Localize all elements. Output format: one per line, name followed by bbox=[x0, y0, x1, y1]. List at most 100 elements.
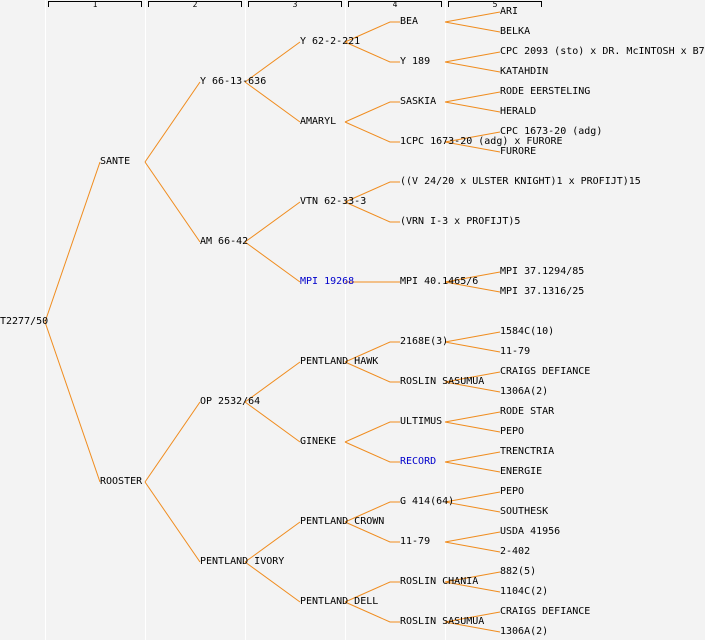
connector-line bbox=[444, 141, 501, 153]
pedigree-node-gen5: CRAIGS DEFIANCE bbox=[500, 366, 591, 377]
pedigree-node-gen4: Y 189 bbox=[400, 56, 431, 67]
connector-line bbox=[344, 601, 400, 623]
generation-number: 3 bbox=[292, 0, 298, 9]
pedigree-node-gen3: AMARYL bbox=[300, 116, 337, 127]
generation-number: 5 bbox=[492, 0, 498, 9]
pedigree-node-gen5: 1104C(2) bbox=[500, 586, 549, 597]
connector-line bbox=[344, 581, 400, 603]
pedigree-node-gen5: MPI 37.1294/85 bbox=[500, 266, 585, 277]
connector-line bbox=[344, 21, 400, 43]
pedigree-node-gen2: OP 2532/64 bbox=[200, 396, 261, 407]
connector-line bbox=[444, 421, 501, 433]
connector-line bbox=[144, 401, 201, 483]
column-separator bbox=[445, 0, 446, 640]
connector-line bbox=[444, 331, 501, 343]
pedigree-node-gen3: PENTLAND CROWN bbox=[300, 516, 385, 527]
pedigree-node-gen1: SANTE bbox=[100, 156, 131, 167]
connector-line bbox=[344, 41, 400, 63]
connector-line bbox=[244, 41, 301, 83]
pedigree-node-gen5: CRAIGS DEFIANCE bbox=[500, 606, 591, 617]
pedigree-node-gen3[interactable]: MPI 19268 bbox=[300, 276, 355, 287]
pedigree-node-gen4: ROSLIN SASUMUA bbox=[400, 616, 485, 627]
connector-line bbox=[44, 161, 101, 323]
generation-header-bracket bbox=[248, 1, 342, 7]
pedigree-node-gen5: 1306A(2) bbox=[500, 626, 549, 637]
pedigree-node-gen5: RODE STAR bbox=[500, 406, 555, 417]
pedigree-node-gen5: 2-402 bbox=[500, 546, 531, 557]
pedigree-root: T2277/50 bbox=[0, 316, 49, 327]
pedigree-node-gen5: PEPO bbox=[500, 486, 525, 497]
pedigree-node-gen5: USDA 41956 bbox=[500, 526, 561, 537]
pedigree-node-gen4: ROSLIN SASUMUA bbox=[400, 376, 485, 387]
connector-line bbox=[444, 281, 501, 293]
connector-line bbox=[444, 91, 501, 103]
pedigree-node-gen4: ROSLIN CHANIA bbox=[400, 576, 479, 587]
connector-line bbox=[344, 121, 400, 143]
connector-line bbox=[444, 451, 501, 463]
connector-line bbox=[344, 521, 400, 543]
connector-line bbox=[444, 381, 501, 393]
pedigree-node-gen4: ((V 24/20 x ULSTER KNIGHT)1 x PROFIJT)15 bbox=[400, 176, 641, 187]
connector-line bbox=[344, 341, 400, 363]
generation-number: 1 bbox=[92, 0, 98, 9]
pedigree-node-gen3: PENTLAND DELL bbox=[300, 596, 379, 607]
pedigree-node-gen5: FURORE bbox=[500, 146, 537, 157]
connector-line bbox=[244, 521, 301, 563]
connector-line bbox=[344, 421, 400, 443]
connector-line bbox=[344, 101, 400, 123]
pedigree-node-gen4: 1CPC 1673-20 (adg) x FURORE bbox=[400, 136, 563, 147]
connector-line bbox=[44, 321, 101, 483]
pedigree-node-gen3: PENTLAND HAWK bbox=[300, 356, 379, 367]
connector-line bbox=[344, 201, 400, 223]
connector-line bbox=[244, 81, 301, 123]
connector-line bbox=[444, 531, 501, 543]
column-separator bbox=[145, 0, 146, 640]
pedigree-node-gen5: CPC 2093 (sto) x DR. McINTOSH x B7 bbox=[500, 46, 705, 57]
connector-line bbox=[444, 541, 501, 553]
pedigree-node-gen5: MPI 37.1316/25 bbox=[500, 286, 585, 297]
connector-line bbox=[344, 181, 400, 203]
generation-header-bracket bbox=[148, 1, 242, 7]
connector-line bbox=[344, 361, 400, 383]
connector-line bbox=[444, 61, 501, 73]
connector-line bbox=[144, 161, 201, 243]
pedigree-node-gen2: Y 66-13-636 bbox=[200, 76, 267, 87]
connector-line bbox=[344, 501, 400, 523]
pedigree-node-gen5: PEPO bbox=[500, 426, 525, 437]
connector-line bbox=[444, 461, 501, 473]
pedigree-node-gen4: ULTIMUS bbox=[400, 416, 443, 427]
connector-line bbox=[444, 101, 501, 113]
pedigree-node-gen4: BEA bbox=[400, 16, 419, 27]
pedigree-node-gen3: GINEKE bbox=[300, 436, 337, 447]
pedigree-node-gen5: CPC 1673-20 (adg) bbox=[500, 126, 603, 137]
connector-line bbox=[444, 11, 501, 23]
pedigree-node-gen4: G 414(64) bbox=[400, 496, 455, 507]
connector-line bbox=[344, 441, 400, 463]
connector-line bbox=[444, 271, 501, 283]
pedigree-node-gen5: RODE EERSTELING bbox=[500, 86, 591, 97]
generation-number: 4 bbox=[392, 0, 398, 9]
connector-line bbox=[244, 561, 301, 603]
pedigree-node-gen4[interactable]: RECORD bbox=[400, 456, 437, 467]
connector-line bbox=[444, 571, 501, 583]
connector-line bbox=[244, 361, 301, 403]
connector-line bbox=[444, 51, 501, 63]
pedigree-node-gen1: ROOSTER bbox=[100, 476, 143, 487]
connector-line bbox=[244, 201, 301, 243]
pedigree-node-gen4: (VRN I-3 x PROFIJT)5 bbox=[400, 216, 521, 227]
generation-header-bracket bbox=[48, 1, 142, 7]
connector-line bbox=[144, 81, 201, 163]
pedigree-node-gen5: ENERGIE bbox=[500, 466, 543, 477]
pedigree-node-gen2: PENTLAND IVORY bbox=[200, 556, 285, 567]
connector-line bbox=[244, 401, 301, 443]
connector-line bbox=[444, 611, 501, 623]
pedigree-node-gen4: 2168E(3) bbox=[400, 336, 449, 347]
pedigree-node-gen5: 882(5) bbox=[500, 566, 537, 577]
pedigree-node-gen5: SOUTHESK bbox=[500, 506, 549, 517]
connector-line bbox=[444, 581, 501, 593]
pedigree-node-gen3: VTN 62-33-3 bbox=[300, 196, 367, 207]
connector-line bbox=[444, 21, 501, 33]
generation-number: 2 bbox=[192, 0, 198, 9]
pedigree-node-gen5: BELKA bbox=[500, 26, 531, 37]
